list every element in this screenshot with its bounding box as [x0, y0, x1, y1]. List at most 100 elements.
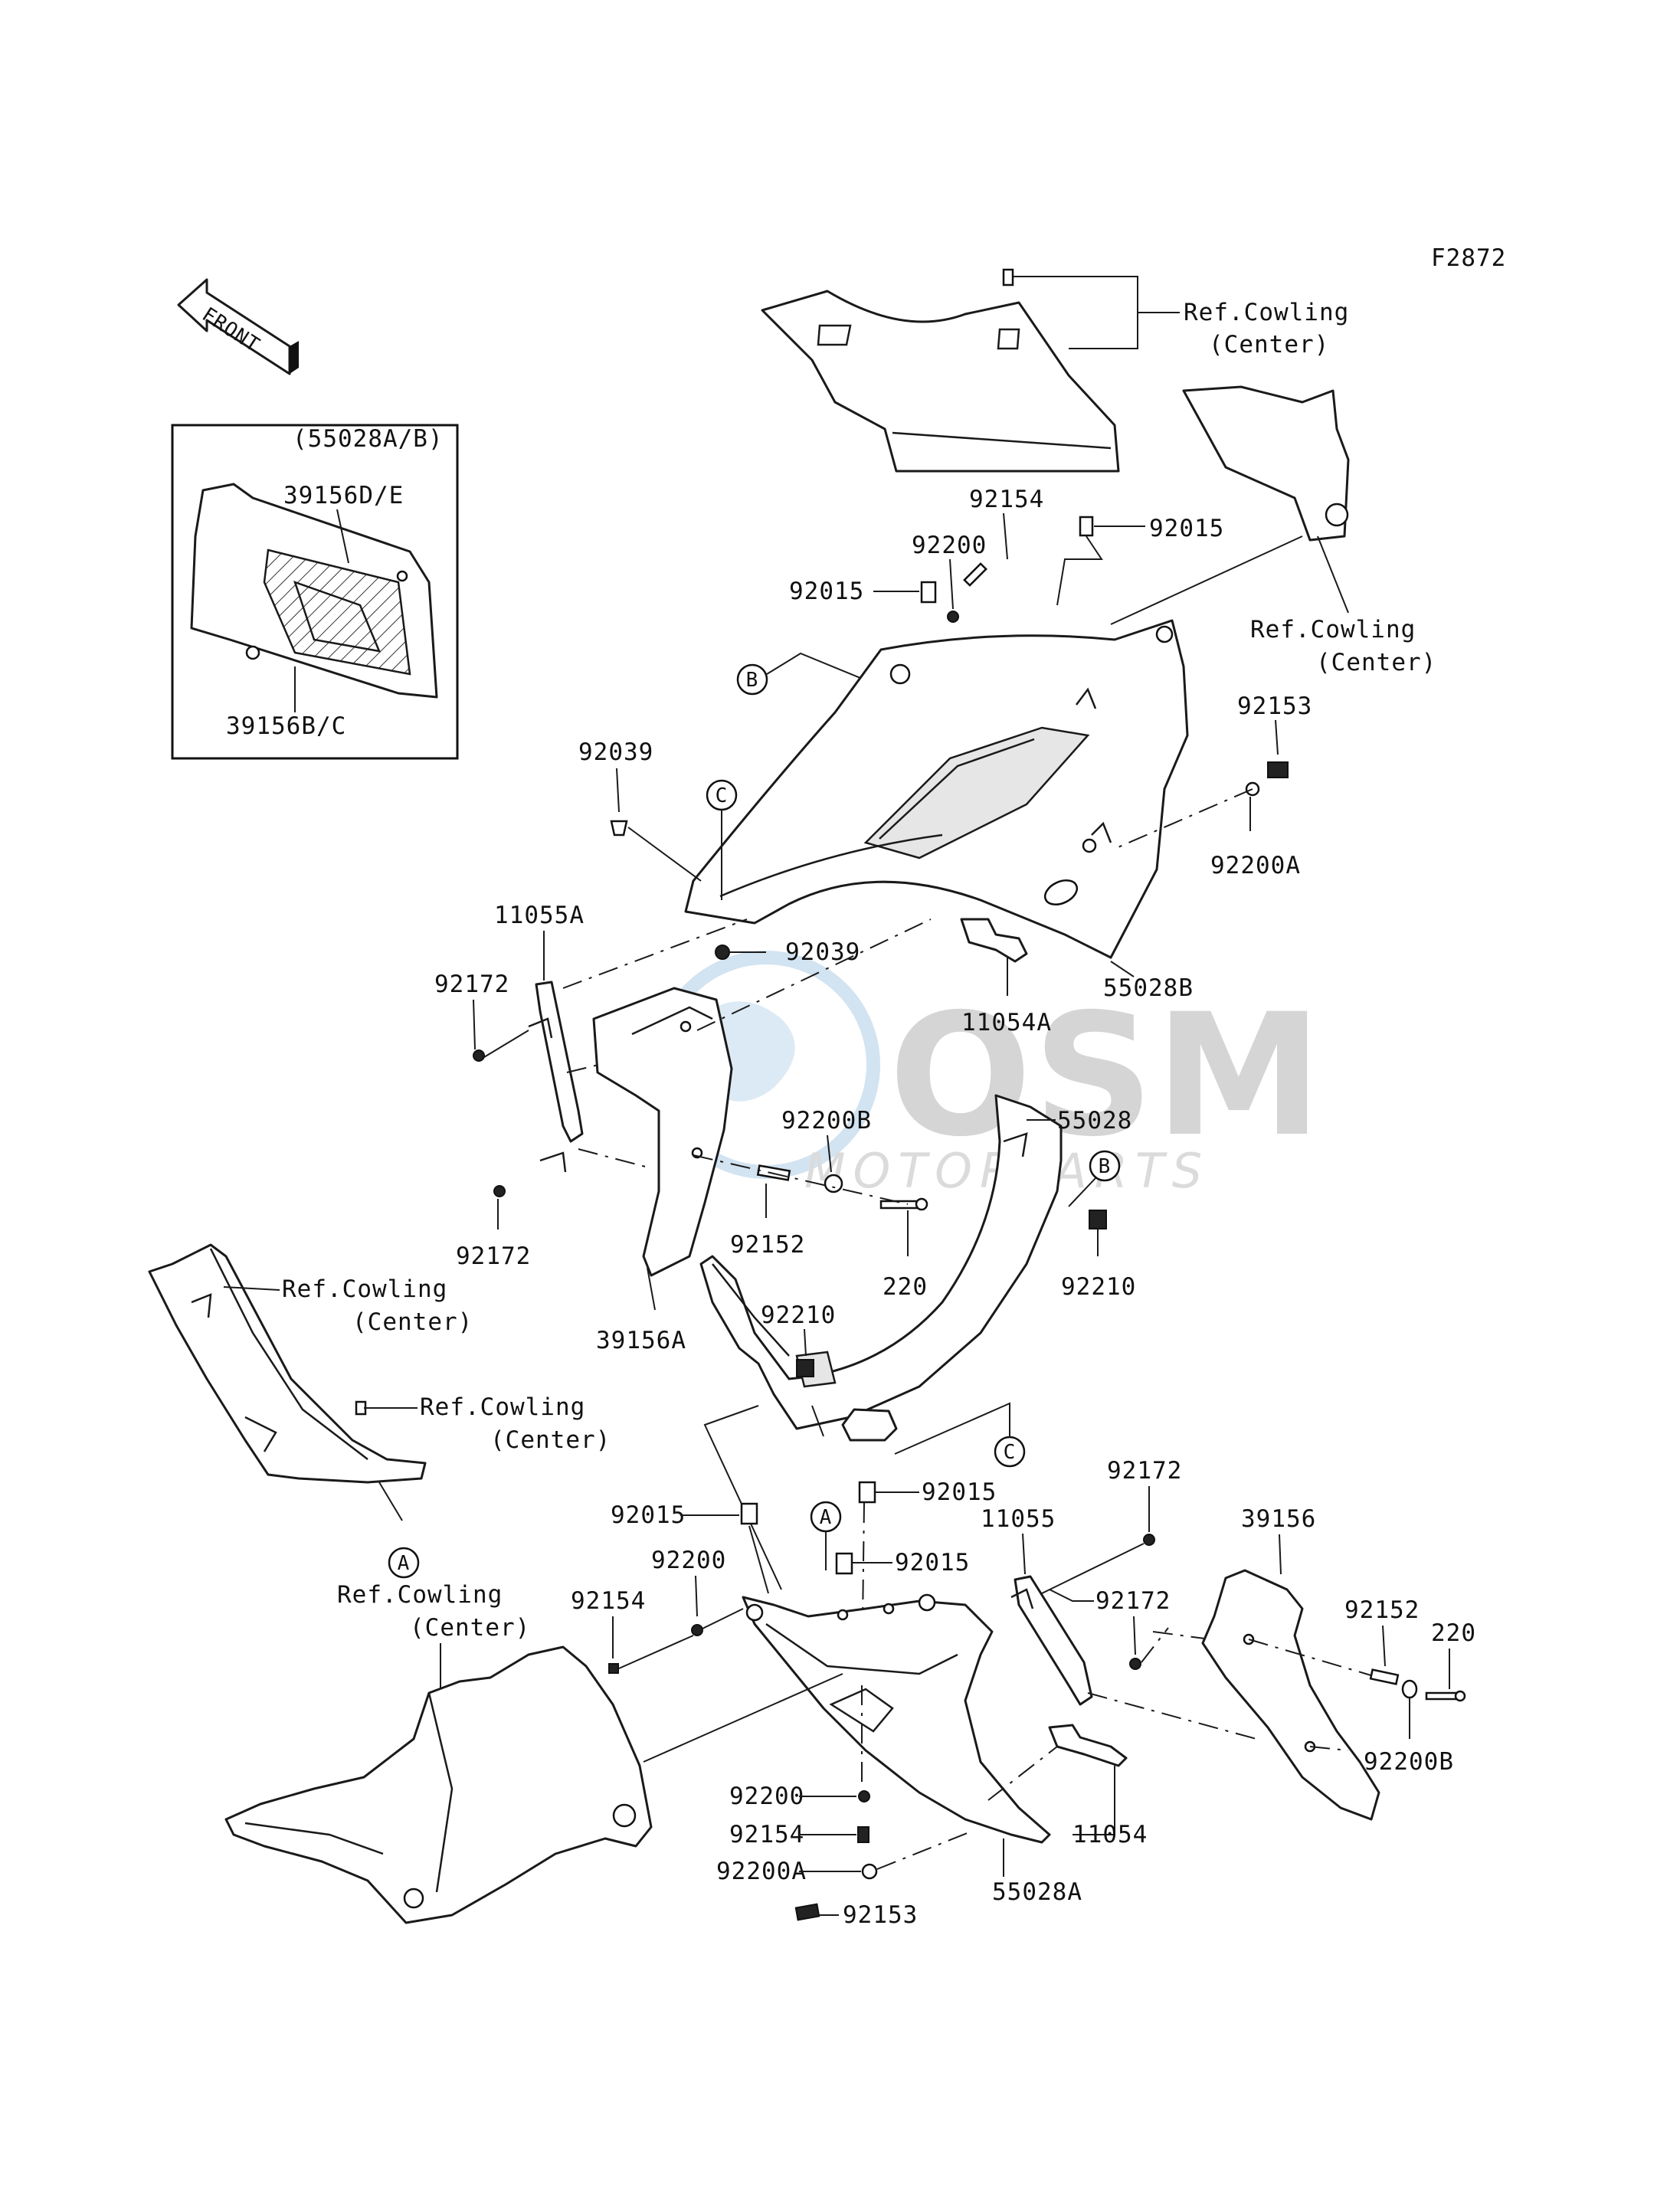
label-55028A: 55028A: [992, 1878, 1082, 1906]
label-92015-b: 92015: [789, 578, 864, 605]
ref-right-line2: (Center): [1316, 649, 1436, 676]
ref-cowling-bottom-left-part: [224, 1645, 653, 1924]
label-92200-a: 92200: [912, 532, 987, 559]
side-cowling-55028B-part: [684, 619, 1189, 959]
ref-right-line1: Ref.Cowling: [1250, 616, 1416, 643]
washer-92200-c: [858, 1790, 870, 1802]
marker-b-lower: B: [1068, 1150, 1121, 1207]
label-11055A: 11055A: [494, 902, 585, 929]
screw-92153-a: [1267, 761, 1289, 778]
label-92200B-b: 92200B: [1364, 1748, 1454, 1776]
label-92039-a: 92039: [578, 738, 653, 766]
label-92210-a: 92210: [761, 1302, 836, 1329]
bracket-11054: [1048, 1724, 1128, 1767]
clip-92039-b: [715, 945, 730, 960]
bolt-220-b: [1425, 1691, 1460, 1701]
label-92172-a: 92172: [434, 971, 509, 998]
ref-left-upper-line2: (Center): [352, 1308, 473, 1336]
label-39156: 39156: [1241, 1505, 1316, 1533]
spacer-92152-b: [1369, 1668, 1400, 1685]
ref-cowling-top-part: Ref.Cowling (Center): [761, 268, 1349, 473]
nut-92210-b: [1089, 1210, 1107, 1229]
washer-92200-a: [947, 611, 959, 623]
label-11055: 11055: [981, 1505, 1056, 1533]
inset-part-top: 39156D/E: [283, 482, 404, 509]
label-92015-top: 92015: [1149, 515, 1224, 542]
svg-text:B: B: [746, 669, 759, 692]
figure-code: F2872: [1431, 244, 1506, 272]
label-92015-c: 92015: [922, 1478, 997, 1506]
label-92015-e: 92015: [895, 1549, 970, 1577]
marker-a-lower: A: [810, 1501, 842, 1570]
duct-39156A-part: [592, 987, 733, 1277]
screw-92172-c: [1143, 1534, 1155, 1546]
ref-top-line2: (Center): [1209, 331, 1329, 359]
ref-left-upper-line1: Ref.Cowling: [282, 1275, 447, 1303]
label-92172-c: 92172: [1107, 1457, 1182, 1485]
ref-left-mid-line2: (Center): [490, 1426, 611, 1454]
bolt-92015-top: [1079, 516, 1094, 537]
label-92172-b: 92172: [456, 1243, 531, 1270]
svg-text:B: B: [1099, 1155, 1112, 1178]
label-220-b: 220: [1431, 1619, 1476, 1647]
screw-92172-d: [1129, 1658, 1141, 1670]
cowl-55028-part: [699, 1094, 1063, 1442]
label-220-a: 220: [883, 1273, 928, 1301]
ref-left-mid-line1: Ref.Cowling: [420, 1393, 585, 1421]
label-11054A: 11054A: [961, 1009, 1052, 1036]
label-39156A: 39156A: [596, 1327, 686, 1354]
bolt-92154-a: [963, 562, 987, 587]
svg-text:A: A: [820, 1506, 833, 1529]
watermark-logo: OSM MOTORPARTS: [652, 951, 1323, 1199]
screw-92172-a: [473, 1049, 485, 1062]
bolt-92015-c: [858, 1481, 876, 1504]
washer-92200B-b: [1401, 1679, 1418, 1699]
label-92172-d: 92172: [1095, 1587, 1171, 1615]
bolt-92154-c: [857, 1826, 869, 1843]
label-92200-b: 92200: [651, 1547, 726, 1574]
label-92153-a: 92153: [1237, 692, 1312, 720]
duct-39156-part: [1201, 1569, 1380, 1821]
washer-92200-b: [691, 1624, 703, 1636]
label-92154-c: 92154: [729, 1821, 804, 1848]
label-92152-b: 92152: [1344, 1596, 1420, 1624]
nut-92210-a: [796, 1359, 814, 1377]
label-55028B: 55028B: [1103, 974, 1194, 1002]
washer-92200A-b: [861, 1863, 878, 1880]
marker-c-upper: C: [706, 779, 738, 900]
ref-cowling-left-upper-part: [148, 1243, 427, 1484]
label-92200B-a: 92200B: [781, 1107, 872, 1135]
label-92154-b: 92154: [571, 1587, 646, 1615]
washer-92200B-a: [824, 1174, 843, 1193]
inset-part-bottom: 39156B/C: [226, 712, 346, 740]
clip-92039-a: [610, 820, 628, 837]
side-cowling-55028A-part: [742, 1593, 1051, 1844]
bolt-92015-e: [835, 1552, 853, 1575]
label-11054: 11054: [1073, 1821, 1148, 1848]
bracket-11054A: [960, 918, 1028, 963]
label-92200-c: 92200: [729, 1783, 804, 1810]
bolt-92015-b: [920, 581, 937, 604]
bracket-11055A: [535, 981, 584, 1143]
label-92039-b: 92039: [785, 938, 860, 966]
marker-c-lower: C: [894, 1402, 1026, 1468]
label-92153-b: 92153: [843, 1901, 918, 1929]
svg-text:A: A: [398, 1552, 411, 1575]
watermark-brand: OSM: [889, 977, 1323, 1174]
ref-top-line1: Ref.Cowling: [1184, 299, 1349, 326]
inset-title: (55028A/B): [293, 425, 444, 453]
label-55028: 55028: [1057, 1107, 1132, 1135]
svg-text:C: C: [1004, 1441, 1017, 1464]
ref-bottom-left-line1: Ref.Cowling: [337, 1581, 503, 1609]
screw-92153-b: [794, 1903, 820, 1921]
front-arrow-icon: FRONT: [177, 278, 299, 375]
label-92200A-b: 92200A: [716, 1858, 807, 1885]
screw-92172-b: [493, 1185, 506, 1197]
bolt-92015-d: [740, 1502, 758, 1525]
bracket-11055: [1014, 1575, 1093, 1706]
label-92154-a: 92154: [969, 486, 1044, 513]
inset-panel: (55028A/B) 39156D/E 39156B/C: [171, 424, 459, 760]
ref-bottom-left-line2: (Center): [410, 1614, 530, 1642]
marker-a-left: A: [388, 1547, 420, 1579]
